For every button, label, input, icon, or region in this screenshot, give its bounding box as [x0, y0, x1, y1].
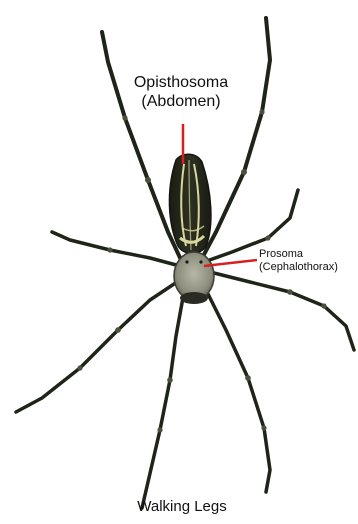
abdomen-label-line1: Opisthosoma [106, 74, 256, 93]
abdomen-label-line2: (Abdomen) [106, 93, 256, 112]
walking-legs-label: Walking Legs [122, 498, 242, 516]
leg-hind-left [142, 292, 184, 508]
leg-third-left [16, 280, 180, 412]
prosoma-label: Prosoma (Cephalothorax) [259, 248, 358, 274]
leg-second-left [52, 232, 180, 266]
leg-front-left [102, 32, 182, 262]
prosoma-label-line1: Prosoma [259, 248, 358, 261]
prosoma-label-line2: (Cephalothorax) [259, 261, 358, 274]
leg-hind-right [206, 290, 270, 492]
abdomen-label: Opisthosoma (Abdomen) [106, 74, 256, 112]
abdomen-opisthosoma [169, 154, 211, 253]
